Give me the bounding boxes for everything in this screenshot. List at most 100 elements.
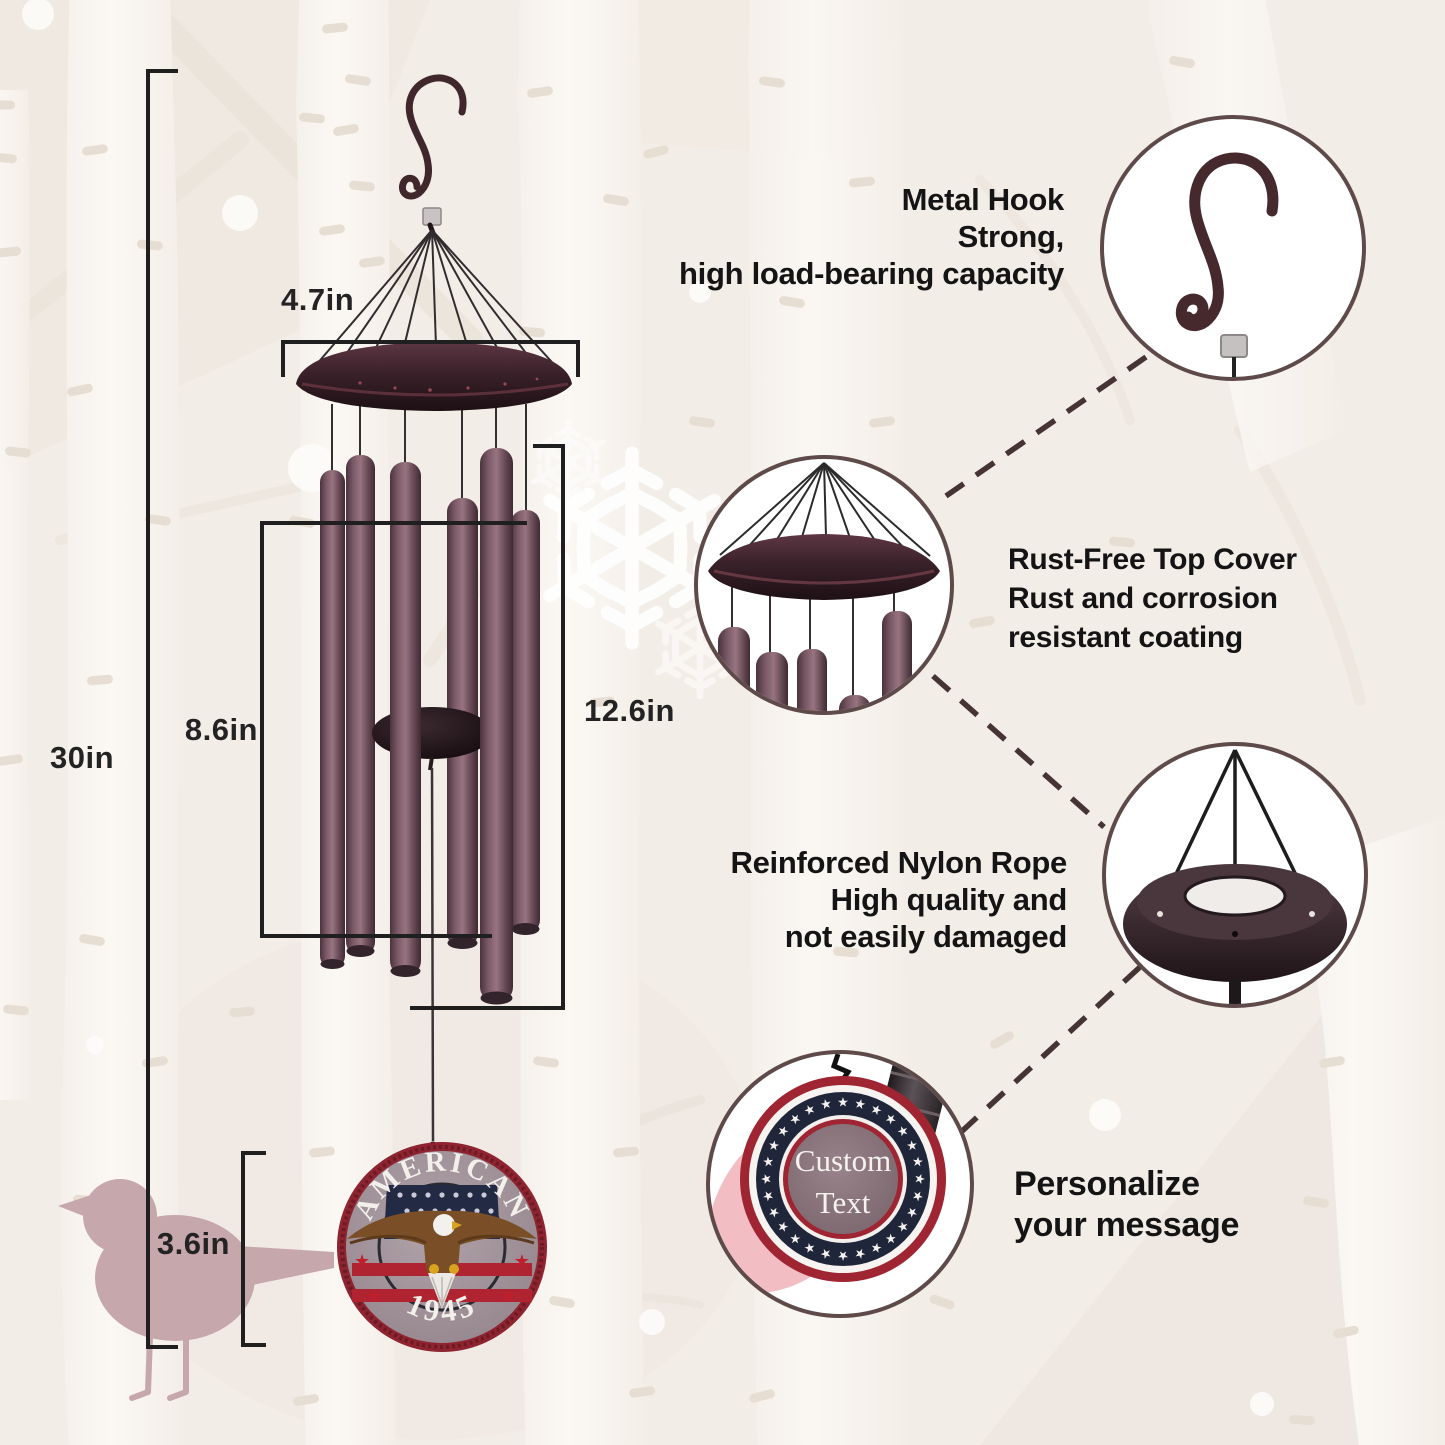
snow-dot	[1089, 1099, 1121, 1131]
zoom-tubes	[718, 611, 912, 711]
eagle-emblem	[347, 1210, 537, 1309]
custom-tag-line1: Custom	[795, 1143, 891, 1178]
svg-text:★: ★	[500, 1286, 516, 1306]
bark-scar-dash	[519, 326, 545, 338]
dim-chime-body-length: 12.6in	[584, 693, 675, 728]
metal-hook-photo	[1175, 152, 1279, 377]
wind-catcher-string	[430, 767, 435, 1142]
snow-dot	[86, 1036, 104, 1054]
snowflake-center	[622, 538, 642, 558]
bracket-3-6in	[241, 1151, 266, 1347]
hook-zoom-icon	[1175, 152, 1279, 332]
tube-strings	[331, 404, 527, 514]
snow-dot	[639, 1309, 665, 1335]
bark-scar-dash	[629, 1386, 655, 1398]
flag-star-dot	[397, 1192, 403, 1198]
chime-tubes-front	[390, 448, 513, 1005]
bark-scar-dash	[1333, 1325, 1359, 1339]
tag-star: ★	[853, 1095, 868, 1112]
snow-dot	[1250, 1392, 1274, 1416]
bark-scar-dash	[759, 76, 785, 88]
top-cover-photo	[708, 462, 940, 711]
custom-tag-line2: Text	[816, 1185, 871, 1220]
bark-scar-dash	[145, 514, 171, 526]
callout-circle-nylon-rope	[1102, 742, 1368, 1008]
feature-top-cover-line3: resistant coating	[1008, 621, 1243, 654]
bark-scar-dash	[319, 224, 345, 236]
wind-catcher-medallion: ★★ ★★ AMERICAN 1945	[337, 1142, 547, 1352]
dim-top-cover-width: 4.7in	[281, 282, 355, 317]
bark-scar-dash	[0, 100, 15, 110]
bark-scar-dash	[549, 1296, 575, 1308]
feature-top-cover-line2: Rust and corrosion	[1008, 582, 1278, 615]
bark-scar-dash	[0, 754, 23, 766]
red-stars: ★★ ★★	[354, 1251, 530, 1306]
feature-metal-hook: Metal Hook Strong, high load-bearing cap…	[640, 181, 1064, 292]
bark-scar-dash	[779, 296, 805, 308]
string-fan	[309, 229, 561, 373]
callout-connectors	[931, 354, 1148, 1136]
tag-star: ★	[759, 1155, 776, 1170]
custom-tag: ★★★★★★★★★★★★★★★★★★★★★★★★★★★★ Custom Text	[740, 1076, 946, 1282]
top-cover-dome	[296, 342, 572, 411]
bark-scar-dash	[1289, 1414, 1315, 1426]
tag-star: ★	[819, 1095, 834, 1112]
flag-star-dot	[488, 1208, 494, 1214]
bark-scar-dash	[533, 1056, 559, 1068]
feature-personalize: Personalize your message	[1014, 1164, 1239, 1246]
flag-star-dot	[404, 1208, 410, 1214]
bark-scar-dash	[349, 180, 375, 192]
bark-scar-dash	[322, 22, 348, 34]
hook-collar	[422, 207, 442, 226]
bark-scar-dash	[359, 256, 385, 268]
tag-star: ★	[819, 1245, 834, 1262]
bark-scar-dash	[87, 674, 113, 686]
feature-metal-hook-line3: high load-bearing capacity	[679, 256, 1064, 291]
bark-scar-dash	[67, 383, 93, 397]
bark-scar-dash	[833, 946, 859, 958]
bracket-12-6in	[410, 444, 565, 1010]
bark-scar-dash	[299, 112, 325, 124]
bark-scar-dash	[1319, 1056, 1345, 1068]
feature-top-cover: Rust-Free Top Cover Rust and corrosion r…	[1008, 540, 1297, 657]
flag-star-dot	[481, 1192, 487, 1198]
bracket-4-7in	[281, 340, 580, 377]
bark-scar-dash	[293, 1394, 319, 1406]
snow-dot	[689, 281, 711, 303]
snow-dots	[22, 0, 1274, 1416]
bark-scar-dash	[309, 1146, 335, 1158]
svg-text:★: ★	[366, 1286, 382, 1306]
tag-star: ★	[913, 1173, 928, 1185]
tag-star: ★	[909, 1189, 926, 1204]
snow-dot	[222, 195, 258, 231]
tag-star: ★	[853, 1245, 868, 1262]
bark-scar-dash	[1169, 56, 1195, 68]
bark-scar-dash	[643, 145, 669, 159]
bark-scar-dash	[0, 246, 21, 258]
snow-dot	[22, 0, 54, 30]
bark-scar-dash	[603, 194, 629, 206]
flag-star-dot	[474, 1208, 480, 1214]
bark-scar-dash	[613, 1146, 639, 1158]
tag-star: ★	[909, 1155, 926, 1170]
feature-personalize-line2: your message	[1014, 1206, 1240, 1244]
svg-text:★: ★	[354, 1251, 370, 1271]
feature-top-cover-line1: Rust-Free Top Cover	[1008, 543, 1297, 576]
bark-scar-dash	[929, 1294, 955, 1310]
tag-star: ★	[759, 1189, 776, 1204]
feature-nylon-rope-line1: Reinforced Nylon Rope	[730, 845, 1068, 880]
callout-circle-top-cover	[694, 455, 954, 715]
bark-scar-dash	[689, 416, 715, 428]
feature-nylon-rope-line3: not easily damaged	[784, 919, 1068, 954]
bark-scar-dash	[5, 446, 31, 458]
bark-scar-dash	[1109, 536, 1135, 548]
s-hook	[398, 74, 467, 236]
feature-personalize-line1: Personalize	[1014, 1165, 1200, 1203]
bark-scar-dash	[3, 1004, 29, 1016]
bark-scar-dash	[869, 416, 895, 428]
tag-star: ★	[837, 1095, 849, 1110]
flag-star-dot	[453, 1192, 459, 1198]
bark-scar-dash	[990, 1031, 1014, 1049]
feature-metal-hook-line2: Strong,	[957, 219, 1065, 254]
